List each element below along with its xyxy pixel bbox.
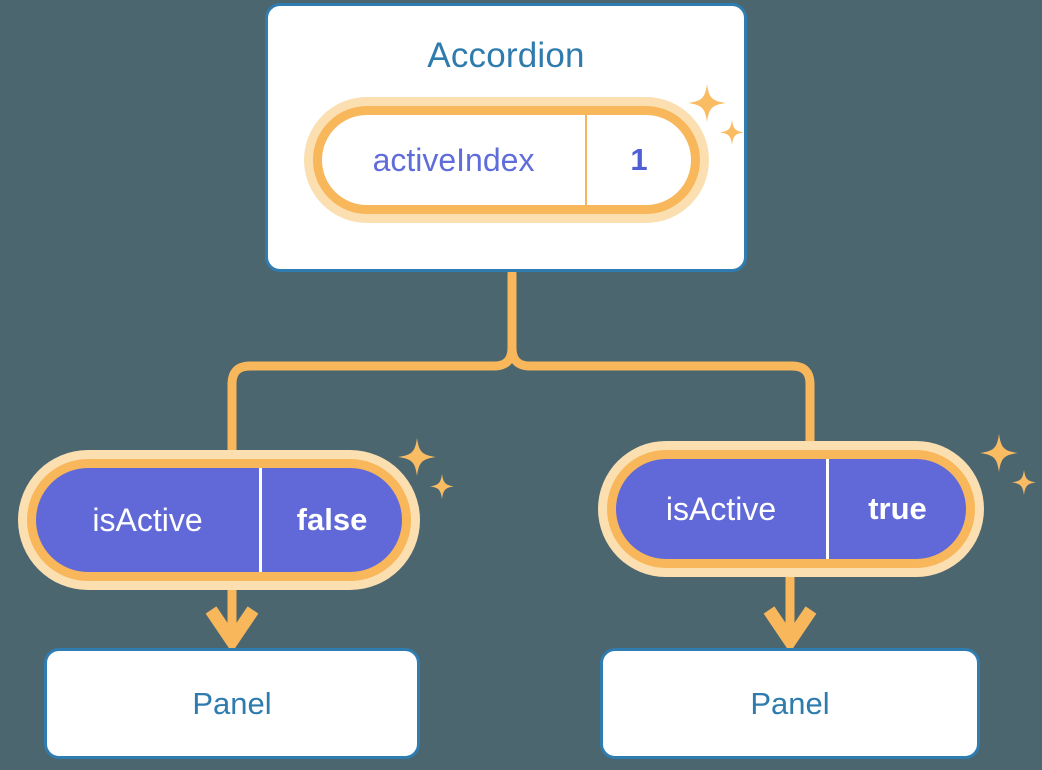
sparkles-icon — [980, 434, 1036, 495]
panel-title: Panel — [750, 685, 830, 721]
state-value-label: true — [868, 491, 927, 526]
state-pill-is-active-right[interactable]: isActive true — [607, 450, 975, 568]
state-key-label: activeIndex — [322, 115, 587, 205]
state-value-label: false — [296, 502, 368, 537]
state-key-label: isActive — [616, 459, 829, 559]
state-key-label: isActive — [36, 468, 262, 572]
state-value-label: 1 — [630, 142, 648, 177]
panel-component-card-left[interactable]: Panel — [44, 648, 420, 759]
page-title: Accordion — [427, 36, 585, 75]
panel-component-card-right[interactable]: Panel — [600, 648, 980, 759]
state-pill-is-active-left[interactable]: isActive false — [27, 459, 411, 581]
state-pill-active-index[interactable]: activeIndex 1 — [313, 106, 700, 214]
panel-title: Panel — [192, 685, 272, 721]
